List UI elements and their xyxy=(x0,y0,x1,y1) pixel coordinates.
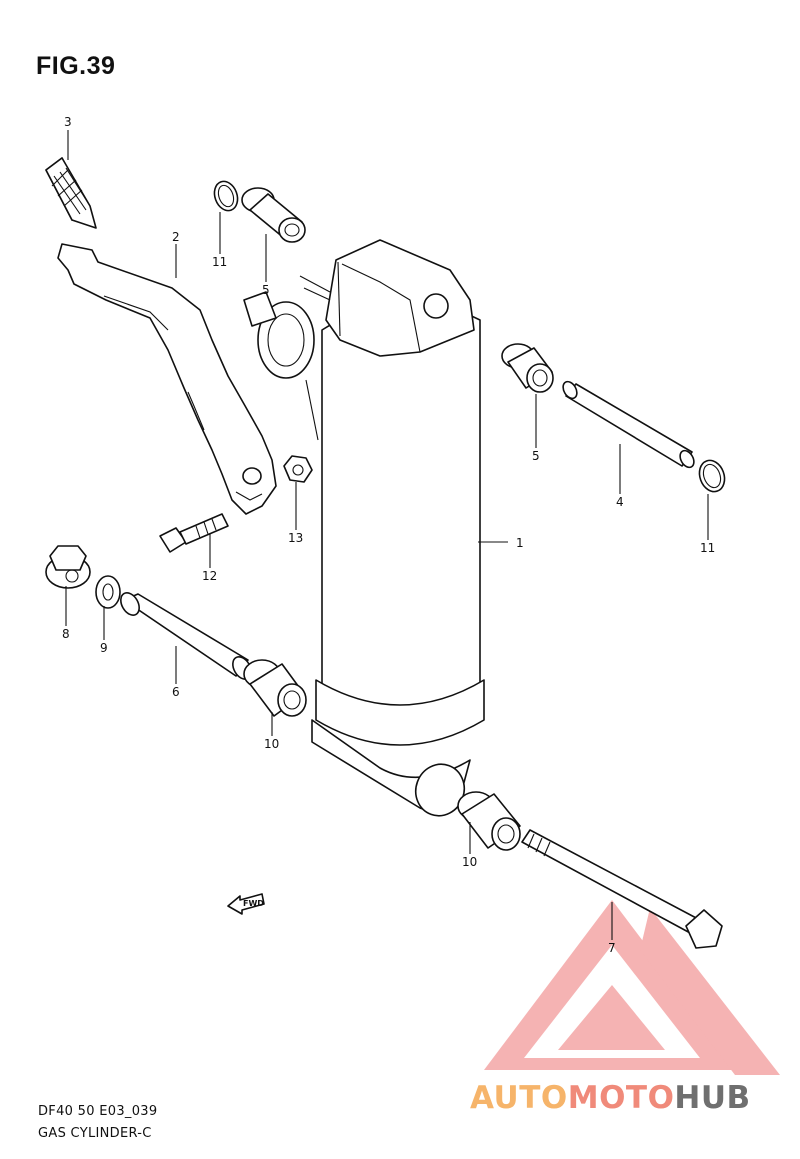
callout-1: 1 xyxy=(516,536,524,550)
part-8-flange-nut xyxy=(45,545,91,589)
figure-title: FIG.39 xyxy=(36,52,116,80)
callout-11-top: 11 xyxy=(212,255,227,269)
watermark-hub: HUB xyxy=(674,1080,750,1116)
part-9-washer xyxy=(95,575,121,609)
diagram-code: DF40 50 E03_039 xyxy=(38,1104,158,1119)
part-2-lever xyxy=(57,243,277,515)
part-1-gas-cylinder xyxy=(243,239,485,817)
part-10-bushing-left xyxy=(243,659,307,717)
callout-numbers: 1 2 3 4 5 5 6 7 8 9 10 10 11 11 12 13 xyxy=(62,115,715,955)
leader-lines xyxy=(65,130,709,940)
part-13-nut xyxy=(283,455,313,483)
watermark-moto: MOTO xyxy=(568,1080,675,1116)
part-11-circlip-top xyxy=(213,180,239,212)
callout-5-right: 5 xyxy=(532,449,540,463)
callout-8: 8 xyxy=(62,627,70,641)
part-10-bushing-right xyxy=(457,791,521,851)
part-11-circlip-right xyxy=(698,459,726,493)
watermark-text: AUTOMOTOHUB xyxy=(470,1080,751,1116)
part-7-long-bolt xyxy=(521,829,723,949)
callout-11-right: 11 xyxy=(700,541,715,555)
watermark-auto: AUTO xyxy=(470,1080,568,1116)
callout-13: 13 xyxy=(288,531,303,545)
callout-10-right: 10 xyxy=(462,855,477,869)
callout-9: 9 xyxy=(100,641,108,655)
callout-3: 3 xyxy=(64,115,72,129)
callout-12: 12 xyxy=(202,569,217,583)
part-5-bushing-right xyxy=(501,343,554,393)
fwd-label: FWD xyxy=(243,899,264,908)
callout-2: 2 xyxy=(172,230,180,244)
callout-6: 6 xyxy=(172,685,180,699)
part-5-bushing-top xyxy=(241,187,306,243)
watermark-logo-icon xyxy=(484,900,780,1075)
callout-5-top: 5 xyxy=(262,283,270,297)
diagram-subtitle: GAS CYLINDER-C xyxy=(38,1126,152,1141)
part-4-shaft xyxy=(562,380,695,469)
part-3-pad xyxy=(45,157,97,229)
callout-4: 4 xyxy=(616,495,624,509)
part-6-shaft xyxy=(120,592,252,680)
fwd-arrow-icon: FWD xyxy=(227,893,265,915)
part-12-bolt xyxy=(159,513,229,553)
svg-text:AUTOMOTOHUB: AUTOMOTOHUB xyxy=(470,1080,751,1116)
callout-10-left: 10 xyxy=(264,737,279,751)
callout-7: 7 xyxy=(608,941,616,955)
